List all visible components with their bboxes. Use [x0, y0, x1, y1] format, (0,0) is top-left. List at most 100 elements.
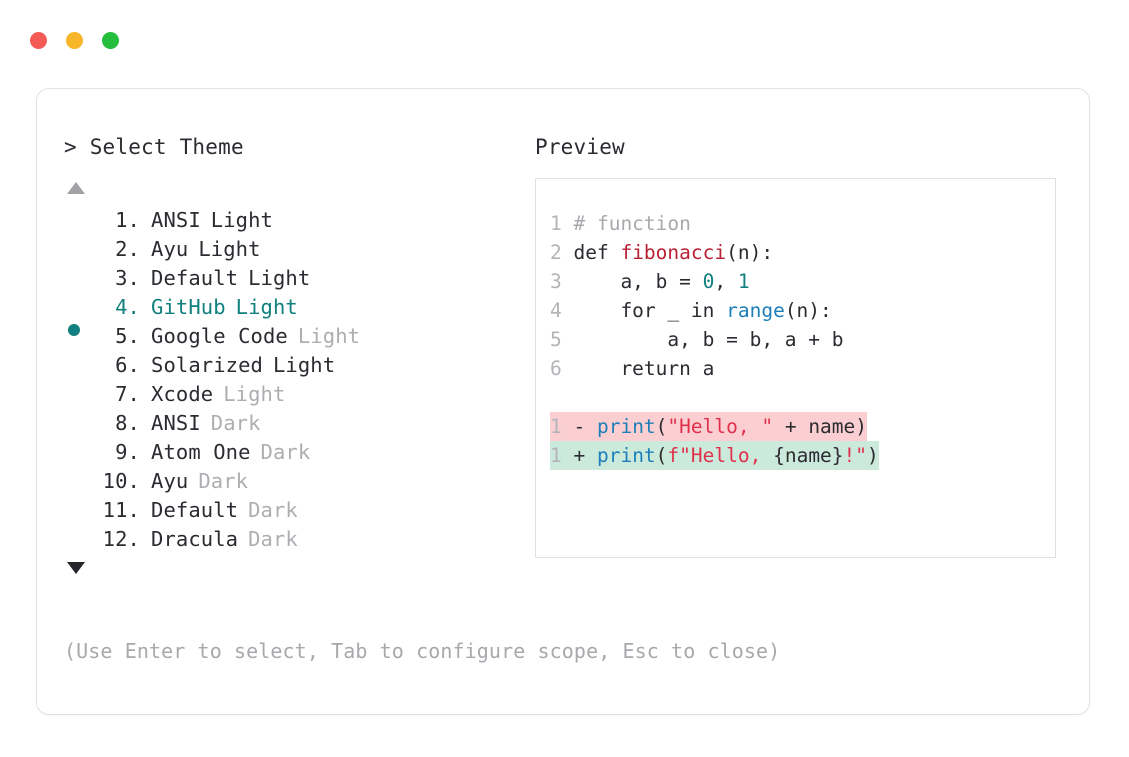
code-line: 2 def fibonacci(n): [550, 238, 1055, 267]
code-token-builtin: range [726, 299, 785, 322]
theme-item-number: 11. [102, 498, 140, 522]
preview-title: Preview [535, 135, 625, 159]
line-number: 6 [550, 357, 574, 380]
diff-line-del: 1 - print("Hello, " + name) [550, 412, 868, 441]
theme-item-name: Ayu [151, 469, 189, 493]
theme-item-number: 8. [115, 411, 140, 435]
code-token-string: f"Hello, [667, 444, 774, 467]
code-token-string: !" [843, 444, 868, 467]
theme-item-variant: Dark [248, 498, 298, 522]
code-line: 1 # function [550, 209, 1055, 238]
diff-sign: - [573, 415, 597, 438]
code-line: 6 return a [550, 354, 1055, 383]
code-token-num: 1 [737, 270, 750, 293]
code-token-default: (n): [726, 241, 774, 264]
theme-item-name: ANSI [151, 411, 201, 435]
theme-item-name: GitHub [151, 295, 226, 319]
scroll-up-icon[interactable] [67, 182, 85, 194]
line-number: 1 [550, 415, 574, 438]
code-token-builtin: print [596, 415, 656, 438]
code-token-string: "Hello, " [667, 415, 774, 438]
theme-item-name: Ayu [151, 237, 189, 261]
prompt-caret-icon: > [64, 135, 77, 159]
theme-item-number: 4. [115, 295, 140, 319]
theme-item-variant: Light [210, 208, 273, 232]
panel-title-row: > Select Theme [64, 134, 534, 160]
theme-list-item[interactable]: 12. Dracula Dark [64, 525, 534, 554]
keyboard-hint: (Use Enter to select, Tab to configure s… [64, 639, 781, 663]
code-token-default: for _ in [573, 299, 727, 322]
code-token-default: ( [655, 415, 668, 438]
code-line: 5 a, b = b, a + b [550, 325, 1055, 354]
theme-item-name: Solarized [151, 353, 263, 377]
code-token-comment: # function [573, 212, 691, 235]
theme-item-number: 10. [102, 469, 140, 493]
diff-sign: + [573, 444, 597, 467]
theme-item-variant: Dark [210, 411, 261, 435]
theme-item-name: Xcode [151, 382, 214, 406]
scroll-down-icon[interactable] [67, 562, 85, 574]
selected-bullet-icon [68, 324, 80, 336]
theme-item-variant: Dark [248, 527, 298, 551]
theme-item-number: 9. [115, 440, 140, 464]
theme-item-variant: Light [235, 295, 298, 319]
theme-item-variant: Light [198, 237, 261, 261]
theme-list-item[interactable]: 4. GitHub Light [64, 293, 534, 336]
code-token-default: a, b = [573, 270, 703, 293]
theme-item-name: Default [151, 266, 239, 290]
code-token-default: {name} [773, 444, 844, 467]
code-blank-line [550, 383, 1055, 412]
theme-item-name: Default [151, 498, 239, 522]
theme-list-item[interactable]: 10. Ayu Dark [64, 467, 534, 496]
code-token-default: ( [655, 444, 668, 467]
theme-item-variant: Light [297, 324, 361, 348]
line-number: 3 [550, 270, 574, 293]
theme-item-number: 2. [115, 237, 140, 261]
theme-list-item[interactable]: 8. ANSI Dark [64, 409, 534, 438]
page-title [77, 135, 90, 159]
theme-item-name: Dracula [151, 527, 239, 551]
theme-item-name: Atom One [151, 440, 251, 464]
line-number: 1 [550, 212, 574, 235]
theme-list-item[interactable]: 2. Ayu Light [64, 235, 534, 264]
line-number: 5 [550, 328, 574, 351]
theme-list-item[interactable]: 9. Atom One Dark [64, 438, 534, 467]
line-number: 4 [550, 299, 574, 322]
theme-item-number: 1. [115, 208, 140, 232]
code-token-default: (n): [784, 299, 832, 322]
code-token-default: + name) [773, 415, 868, 438]
theme-item-number: 6. [115, 353, 140, 377]
code-token-default: ) [867, 444, 879, 467]
code-token-num: 0 [702, 270, 715, 293]
minimize-window-button[interactable] [66, 32, 83, 49]
close-window-button[interactable] [30, 32, 47, 49]
code-token-default: , [714, 270, 738, 293]
maximize-window-button[interactable] [102, 32, 119, 49]
code-token-default: a, b = b, a + b [573, 328, 844, 351]
code-line: 4 for _ in range(n): [550, 296, 1055, 325]
theme-item-variant: Light [248, 266, 311, 290]
window-traffic-lights [30, 32, 119, 49]
code-token-default: def [573, 241, 621, 264]
theme-item-variant: Dark [198, 469, 249, 493]
theme-item-number: 5. [115, 324, 140, 348]
diff-line-add: 1 + print(f"Hello, {name}!") [550, 441, 879, 470]
theme-item-variant: Dark [260, 440, 311, 464]
line-number: 2 [550, 241, 574, 264]
theme-item-variant: Light [223, 382, 286, 406]
code-line: 3 a, b = 0, 1 [550, 267, 1055, 296]
theme-item-number: 12. [102, 527, 140, 551]
code-token-default: return a [573, 357, 715, 380]
theme-list-item[interactable]: 11. Default Dark [64, 496, 534, 525]
